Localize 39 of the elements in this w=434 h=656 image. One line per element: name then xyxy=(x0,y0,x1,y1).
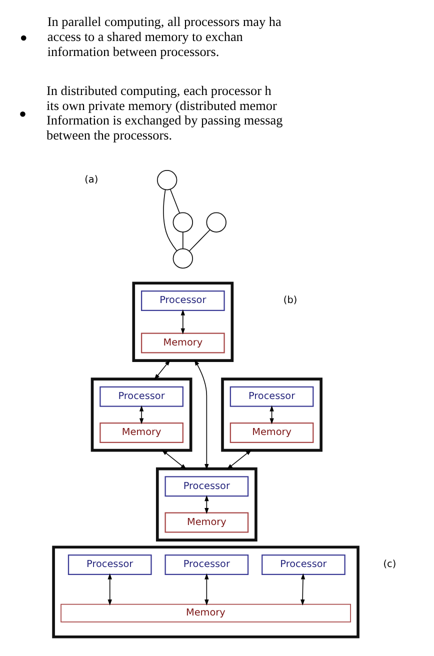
arrow xyxy=(180,309,185,334)
arrow xyxy=(300,573,306,606)
connector xyxy=(163,190,178,251)
node-box: Processor xyxy=(100,386,184,407)
node-box: Processor xyxy=(68,554,152,575)
label: (a) xyxy=(84,174,98,186)
cluster xyxy=(221,378,322,452)
arrow xyxy=(194,360,209,470)
node-box: Processor xyxy=(230,386,314,407)
label: (c) xyxy=(383,559,396,570)
node-circle xyxy=(156,170,178,190)
label: (b) xyxy=(283,295,298,306)
cluster xyxy=(52,546,360,638)
node-box: Processor xyxy=(164,554,249,575)
node-box: Processor xyxy=(262,554,346,575)
node-box: Processor xyxy=(140,290,225,311)
cluster xyxy=(132,282,234,362)
connector xyxy=(170,189,180,214)
connector xyxy=(182,232,184,250)
node-circle xyxy=(206,212,226,233)
arrow xyxy=(226,450,252,470)
arrow xyxy=(108,573,112,606)
node-box: Memory xyxy=(100,422,184,443)
arrow xyxy=(162,450,187,470)
cluster xyxy=(156,467,258,542)
node-box: Memory xyxy=(140,332,225,354)
cluster xyxy=(90,378,192,452)
node-box: Memory xyxy=(230,422,314,443)
arrow xyxy=(139,405,144,424)
node-box: Processor xyxy=(164,476,249,497)
node-circle xyxy=(172,212,194,233)
arrow xyxy=(154,360,170,380)
node-box: Memory xyxy=(60,604,351,622)
node-box: Memory xyxy=(164,512,249,533)
connector xyxy=(188,230,210,252)
label: In parallel computing, all processors may ha access to a shared memory to exchan information between processors. xyxy=(47,14,282,60)
arrow xyxy=(204,573,209,606)
label: In distributed computing, each processor h its own private memory (distributed memor Information is exchanged by passing messag between the processors. xyxy=(46,82,283,143)
node-circle xyxy=(172,248,194,269)
